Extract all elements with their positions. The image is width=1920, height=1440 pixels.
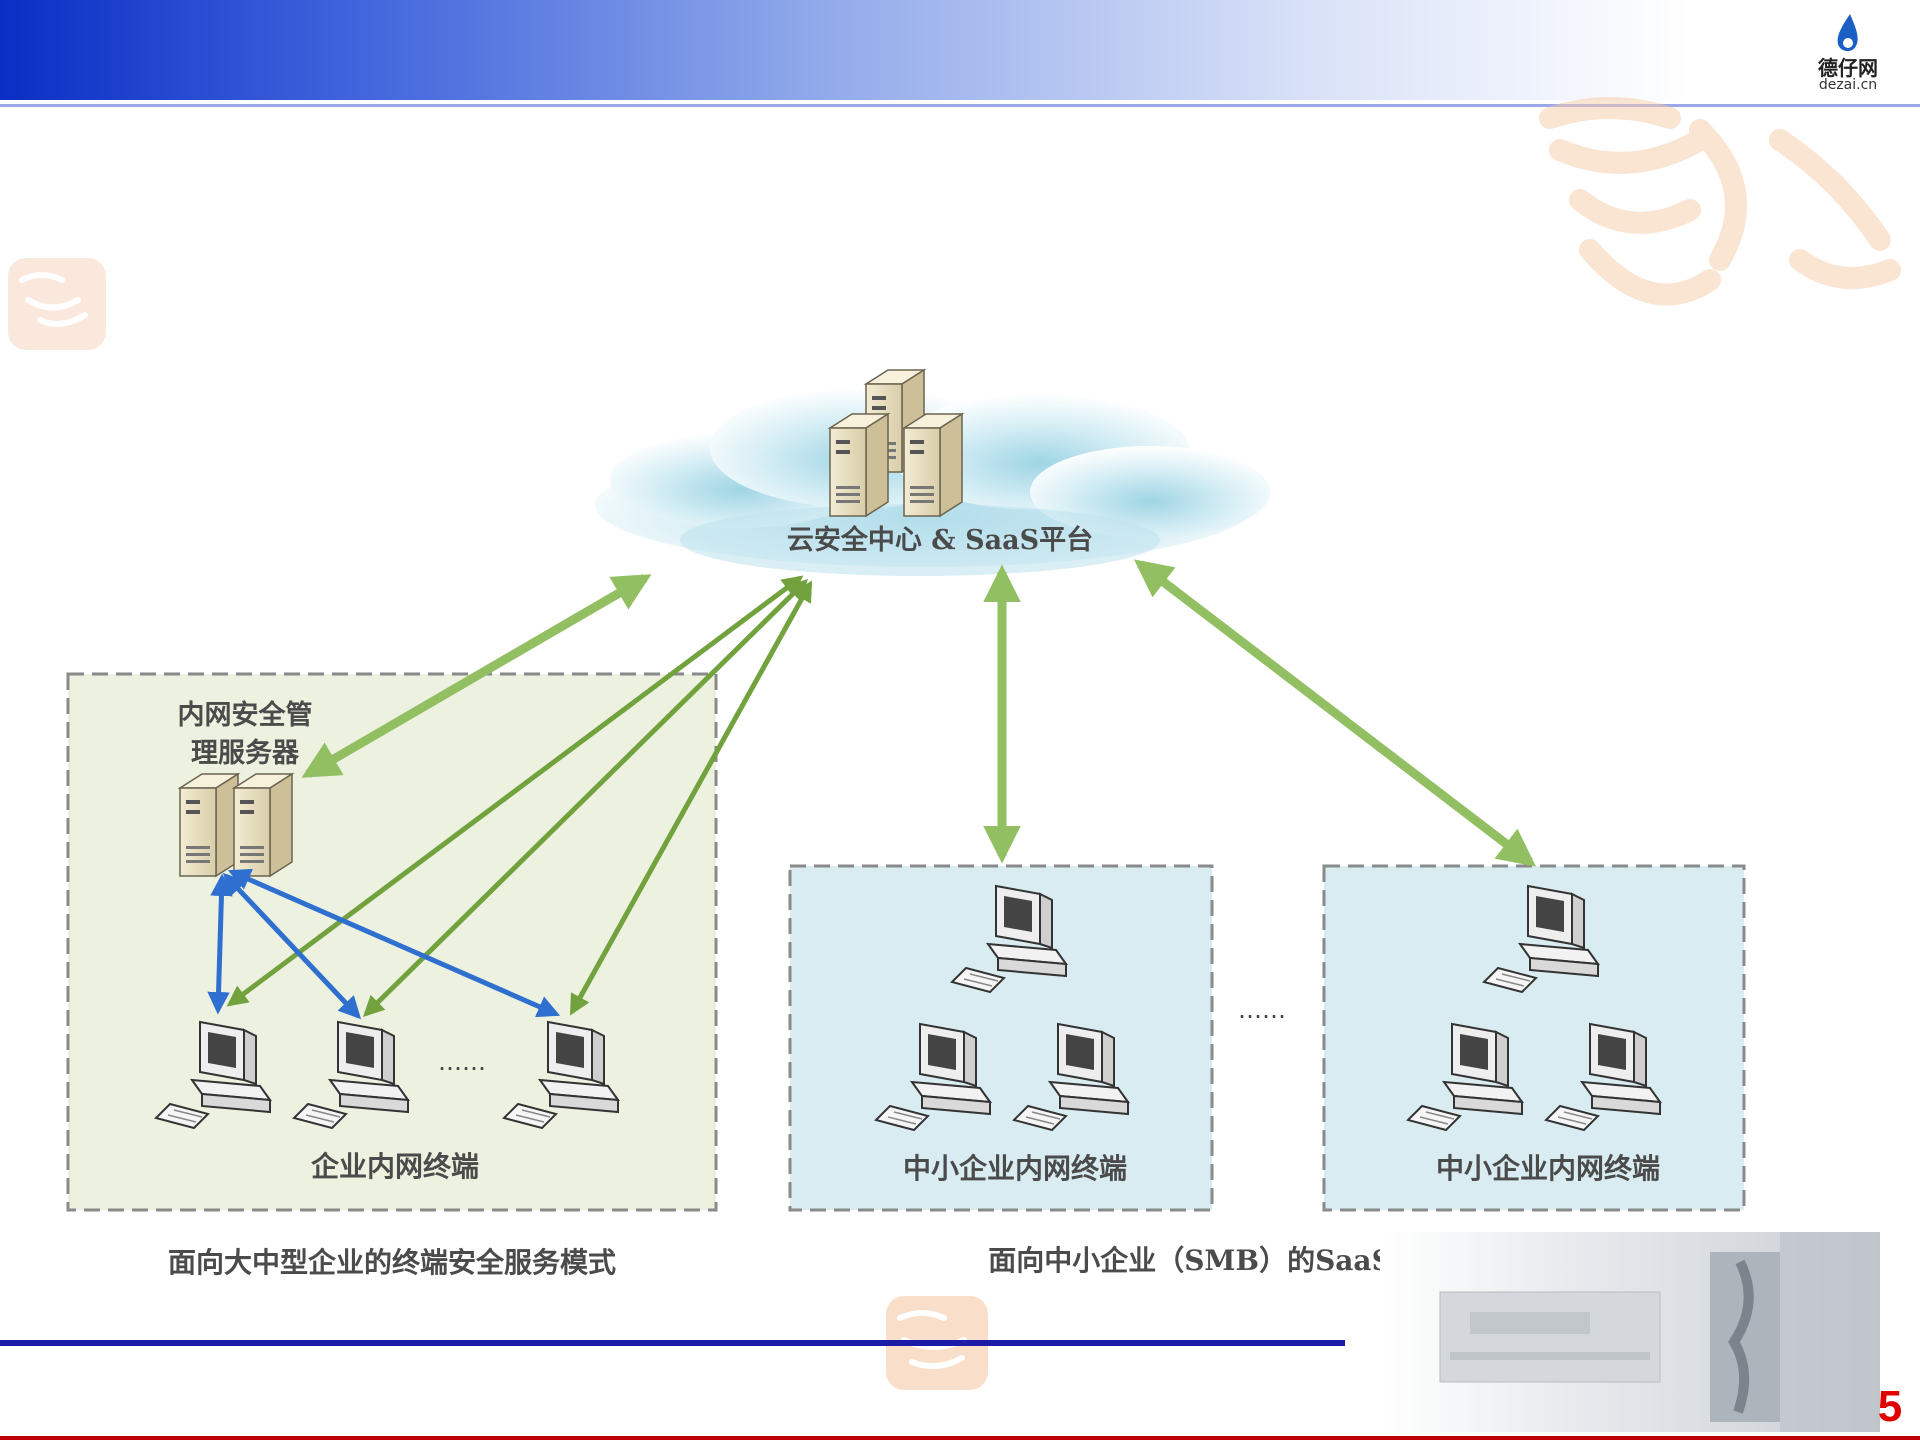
smb2-terminals-label: 中小企业内网终端 (1436, 1152, 1660, 1185)
mgmt-server-label-line1: 内网安全管 (178, 699, 313, 731)
cloud-label: 云安全中心 & SaaS平台 (787, 524, 1093, 556)
bottom-border (0, 1436, 1920, 1440)
footer-divider (0, 1340, 1345, 1346)
between-zones-ellipsis: …… (1238, 996, 1286, 1024)
header-divider (0, 104, 1920, 107)
seal-logo-top-right (1539, 97, 1901, 306)
header-gradient-bar (0, 0, 1920, 100)
enterprise-ellipsis: …… (438, 1048, 486, 1076)
logo-title: 德仔网 (1818, 56, 1878, 80)
mgmt-server-label-line2: 理服务器 (191, 738, 300, 769)
page-number: 5 (1877, 1382, 1903, 1431)
arrow-server-terminal-3 (227, 868, 561, 1018)
enterprise-terminals-label: 企业内网终端 (311, 1150, 479, 1183)
mgmt-server-icon (179, 773, 293, 877)
arrow-cloud-terminal-3 (569, 580, 813, 1016)
caption-left: 面向大中型企业的终端安全服务模式 (168, 1246, 616, 1279)
site-logo: 德仔网 dezai.cn (1806, 8, 1890, 104)
logo-subtitle: dezai.cn (1818, 77, 1878, 93)
arrow-server-terminal-1 (207, 873, 233, 1015)
campus-photo-decoration (1380, 1232, 1880, 1432)
seal-logo-left (8, 258, 106, 350)
server-links (207, 868, 561, 1020)
cloud-platform: 云安全中心 & SaaS平台 (595, 369, 1270, 576)
smb1-terminals-label: 中小企业内网终端 (903, 1152, 1127, 1185)
logo-drop-icon (1837, 14, 1858, 52)
arrow-cloud-smb-2 (1133, 559, 1537, 867)
